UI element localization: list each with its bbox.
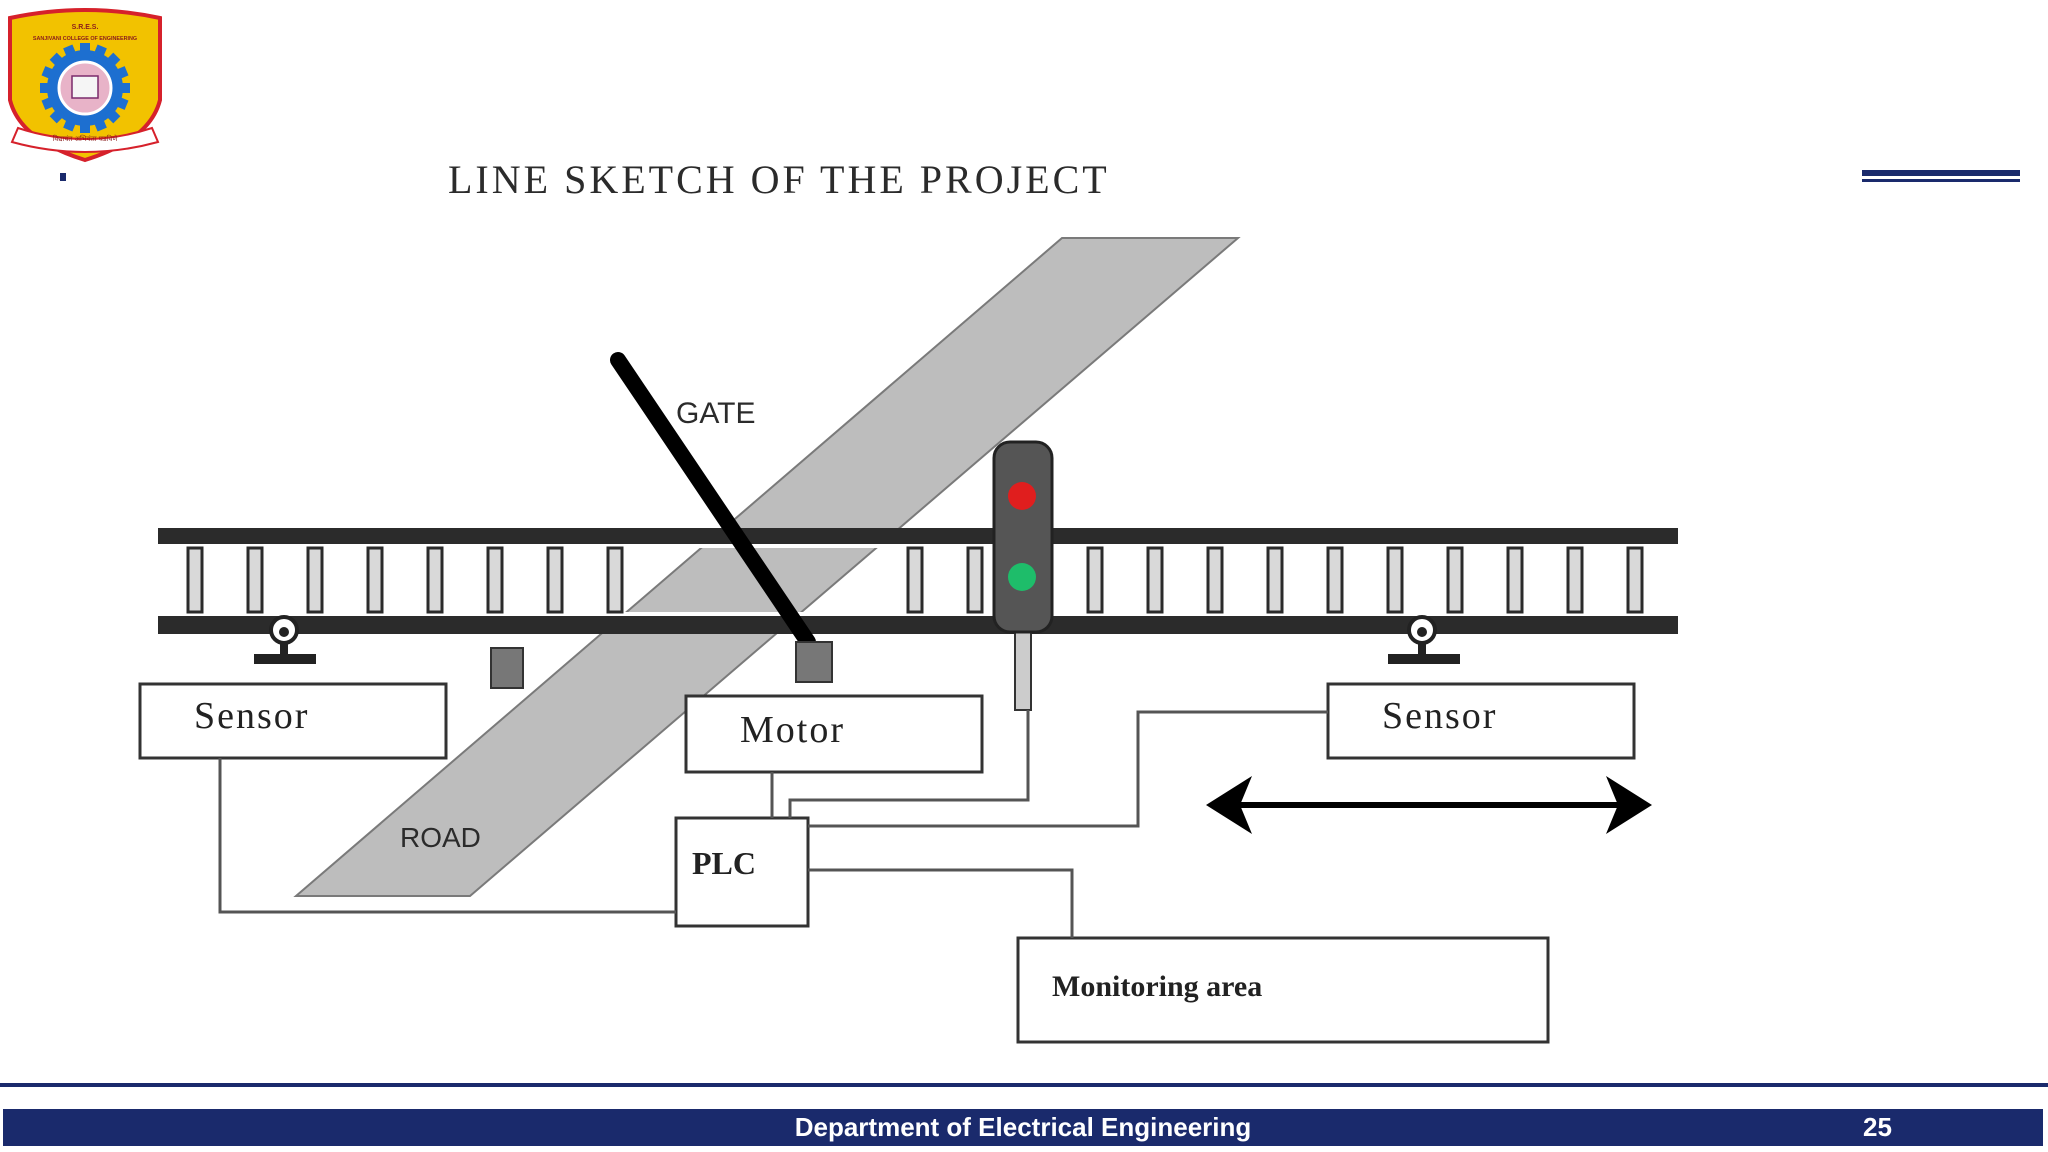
rail-sleeper [246,546,264,614]
track-sensor-left [254,615,316,664]
footer-rule [0,1083,2048,1087]
rail-bottom [158,616,1678,634]
gear-tooth [93,44,107,60]
rail-sleeper [1206,546,1224,614]
monitoring-box: Monitoring area [1016,936,1550,1044]
road-marker-block [490,647,524,689]
gear-tooth [113,96,129,110]
rail-track [158,528,1678,634]
logo-college-name: SANJIVANI COLLEGE OF ENGINEERING [33,36,137,42]
title-rule [1862,170,2020,176]
logo-emblem [71,75,99,99]
rail-sleeper [606,546,624,614]
gear-tooth [104,107,121,124]
rail-top [158,528,1678,544]
gear-tooth [63,44,77,60]
track-sensor-right [1388,615,1460,664]
rail-sleeper [186,546,204,614]
arrow-head-right [1606,776,1652,834]
wire-plc-monitoring [808,868,1074,938]
rail-bottom-inner [158,612,1678,616]
rail-sleeper [1086,546,1104,614]
rail-sleeper [906,546,924,614]
rail-sleeper [1446,546,1464,614]
motor-box: Motor [684,694,984,774]
box-frame [138,682,448,760]
monitoring-label: Monitoring area [1052,970,1262,1003]
rail-sleeper [1266,546,1284,614]
title-bullet [60,173,66,181]
logo-motto: विद्यावंत अभियंता घडविणे [53,134,119,143]
title-rule-thin [1862,179,2020,182]
gear-tooth [49,107,66,124]
sensor-stem [1418,642,1426,654]
sensor-stem [280,642,288,654]
rail-sleeper [1566,546,1584,614]
gear-tooth [41,66,57,80]
train-direction-arrow [1206,776,1652,834]
rail-sleeper [486,546,504,614]
rail-sleeper [1386,546,1404,614]
page-number: 25 [1863,1112,1892,1142]
signal-green-lamp [1008,563,1036,591]
sensor-left-label: Sensor [194,695,309,737]
gate-label: GATE [676,397,755,430]
gear-tooth [41,96,57,110]
rail-top-inner [158,544,1678,548]
box-frame [674,816,810,928]
sensor-box-left: Sensor [138,682,448,760]
college-logo: S.R.E.S. SANJIVANI COLLEGE OF ENGINEERIN… [8,8,162,163]
wire-signal-plc [788,710,1030,818]
box-frame [1326,682,1636,760]
wire-sensor-right-plc [808,710,1328,828]
rail-sleeper [366,546,384,614]
wire-sensor-left-plc [218,758,676,914]
slide-title: LINE SKETCH OF THE PROJECT [448,157,1110,202]
sensor-right-label: Sensor [1382,695,1497,737]
wiring [218,710,1328,938]
rail-sleeper [1626,546,1644,614]
footer-department: Department of Electrical Engineering [794,1112,1252,1142]
gear-tooth [80,121,90,133]
box-frame [684,694,984,774]
rail-sleeper [1146,546,1164,614]
gear-tooth [118,83,130,93]
gear-tooth [49,52,66,69]
road-label: ROAD [400,822,481,853]
sensor-box-right: Sensor [1326,682,1636,760]
logo-ribbon [10,126,160,153]
gear-tooth [80,43,90,55]
gear-tooth [93,116,107,132]
traffic-light-pole [1014,629,1032,711]
box-frame [1016,936,1550,1044]
logo-top-text: S.R.E.S. [72,24,99,31]
gear-tooth [40,83,52,93]
rail-sleeper [966,546,984,614]
arrow-head-left [1206,776,1252,834]
gear-tooth [113,66,129,80]
gate-motor-block [795,641,833,683]
rail-sleeper [546,546,564,614]
traffic-light [992,440,1054,711]
sensor-dot [1417,627,1427,637]
gear-tooth [104,52,121,69]
rail-sleeper [426,546,444,614]
sensor-dot [279,627,289,637]
signal-red-lamp [1008,482,1036,510]
rail-sleeper [1506,546,1524,614]
rail-sleeper [306,546,324,614]
gate-arm [610,352,816,650]
motor-label: Motor [740,709,845,751]
rail-sleeper [1326,546,1344,614]
sensor-base [1388,654,1460,664]
plc-box: PLC [674,816,810,928]
gear-tooth [63,116,77,132]
sensor-base [254,654,316,664]
footer-bar: Department of Electrical Engineering 25 [3,1109,2043,1146]
traffic-light-housing [992,440,1054,634]
plc-label: PLC [692,845,756,881]
